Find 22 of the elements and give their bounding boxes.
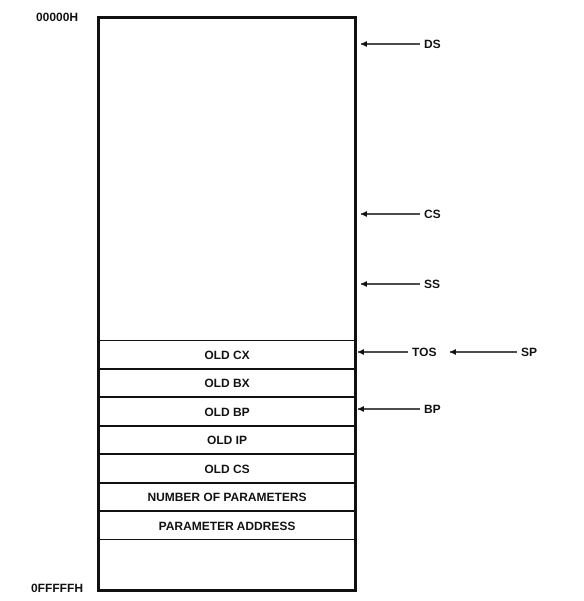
address-label: 00000H <box>36 10 78 24</box>
stack-cell: OLD CX <box>100 340 354 369</box>
arrow <box>361 41 420 47</box>
stack-cell: OLD IP <box>100 426 354 454</box>
stack-cell: OLD BX <box>100 369 354 397</box>
arrow <box>361 211 420 217</box>
stack-cell: OLD BP <box>100 397 354 426</box>
stack-cell: PARAMETER ADDRESS <box>100 511 354 540</box>
register-label: CS <box>424 207 454 221</box>
register-label: SS <box>424 277 454 291</box>
memory-block <box>97 16 357 592</box>
stack-cell: NUMBER OF PARAMETERS <box>100 483 354 511</box>
arrow <box>358 349 408 355</box>
register-label: DS <box>424 37 454 51</box>
register-label: SP <box>521 345 551 359</box>
register-label: BP <box>424 402 454 416</box>
register-label: TOS <box>412 345 446 359</box>
arrow <box>358 406 420 412</box>
address-label: 0FFFFFH <box>31 581 83 595</box>
arrow <box>450 349 517 355</box>
arrow <box>361 281 420 287</box>
stack-cell: OLD CS <box>100 454 354 483</box>
